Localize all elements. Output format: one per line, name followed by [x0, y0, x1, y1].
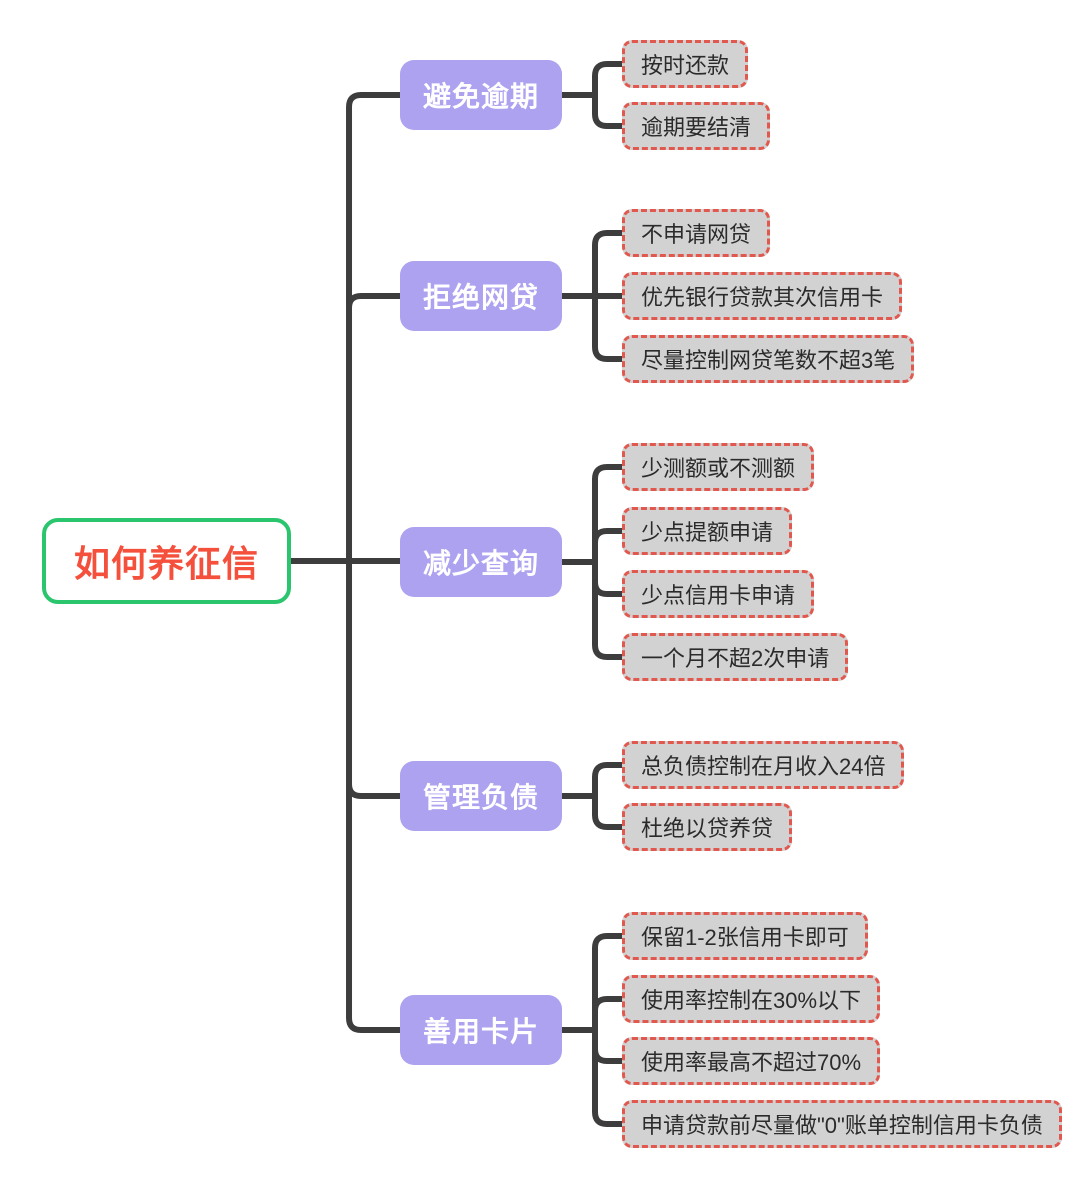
leaf-node[interactable]: 保留1-2张信用卡即可	[622, 912, 868, 960]
branch-node-use-cards-wisely[interactable]: 善用卡片	[400, 995, 562, 1065]
leaf-node[interactable]: 优先银行贷款其次信用卡	[622, 272, 903, 320]
branch-node-refuse-online-loans[interactable]: 拒绝网贷	[400, 261, 562, 331]
leaf-node[interactable]: 使用率控制在30%以下	[622, 975, 881, 1023]
leaf-node[interactable]: 总负债控制在月收入24倍	[622, 741, 905, 789]
leaf-node[interactable]: 使用率最高不超过70%	[622, 1037, 881, 1085]
leaf-node[interactable]: 杜绝以贷养贷	[622, 803, 793, 851]
branch-node-manage-debt[interactable]: 管理负债	[400, 761, 562, 831]
leaf-node[interactable]: 按时还款	[622, 40, 749, 88]
leaf-node[interactable]: 少点信用卡申请	[622, 570, 815, 618]
branch-node-reduce-inquiries[interactable]: 减少查询	[400, 527, 562, 597]
branch-node-avoid-overdue[interactable]: 避免逾期	[400, 60, 562, 130]
leaf-node[interactable]: 尽量控制网贷笔数不超3笔	[622, 335, 915, 383]
leaf-node[interactable]: 申请贷款前尽量做"0"账单控制信用卡负债	[622, 1100, 1062, 1148]
leaf-node[interactable]: 一个月不超2次申请	[622, 633, 849, 681]
leaf-node[interactable]: 少测额或不测额	[622, 443, 815, 491]
root-node-how-to-build-credit[interactable]: 如何养征信	[42, 518, 292, 604]
leaf-node[interactable]: 不申请网贷	[622, 209, 771, 257]
leaf-node[interactable]: 少点提额申请	[622, 507, 793, 555]
leaf-node[interactable]: 逾期要结清	[622, 102, 771, 150]
